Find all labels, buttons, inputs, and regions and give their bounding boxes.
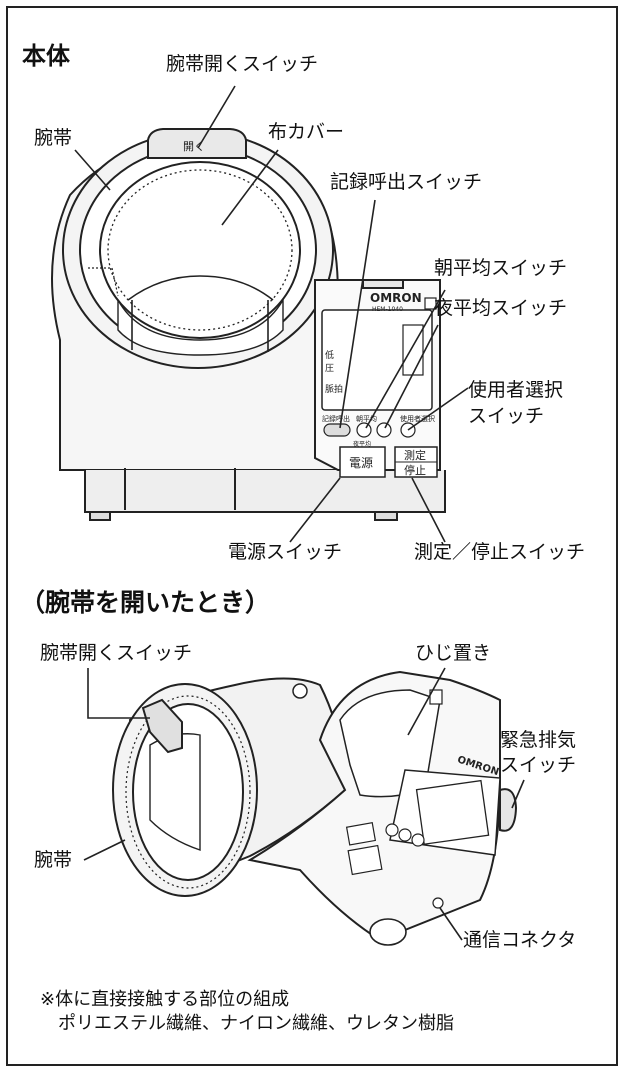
top-leader-lines [74, 85, 469, 543]
label-comm-connector: 通信コネクタ [463, 929, 577, 951]
label-morning-avg-switch: 朝平均スイッチ [434, 257, 568, 279]
label-start-stop-switch: 測定／停止スイッチ [414, 541, 586, 563]
stop-button-text: 停止 [404, 463, 426, 477]
open-state-title: （腕帯を開いたとき） [20, 588, 271, 617]
label-cuff-top: 腕帯 [34, 127, 73, 149]
material-note-line2: ポリエステル繊維、ナイロン繊維、ウレタン樹脂 [58, 1013, 454, 1035]
measure-button-text: 測定 [404, 448, 426, 462]
section-title: 本体 [22, 42, 70, 70]
top-device-illustration: 開く OMRON HEM-1040 低 圧 脈拍 記録呼出 朝平均 使用者選択 … [51, 128, 446, 521]
bottom-device-illustration: OMRON [112, 670, 518, 946]
label-emergency-exhaust-switch: 緊急排気 スイッチ [500, 729, 577, 776]
evening-text: 夜平均 [353, 440, 371, 448]
bottom-leader-lines [83, 667, 525, 941]
label-cuff-open-switch-bottom: 腕帯開くスイッチ [40, 642, 193, 664]
label-cuff-bottom: 腕帯 [34, 849, 73, 871]
label-user-select-switch: 使用者選択 スイッチ [468, 379, 564, 427]
low-text: 低 [325, 349, 334, 361]
brand-text: OMRON [370, 291, 422, 305]
device-illustrations: 開く OMRON HEM-1040 低 圧 脈拍 記録呼出 朝平均 使用者選択 … [51, 85, 525, 946]
material-note-line1: ※体に直接接触する部位の組成 [40, 989, 290, 1010]
model-text: HEM-1040 [372, 306, 403, 313]
user-text: 使用者選択 [400, 414, 435, 423]
label-cloth-cover: 布カバー [268, 121, 345, 143]
label-cuff-open-switch-top: 腕帯開くスイッチ [166, 53, 319, 75]
label-evening-avg-switch: 夜平均スイッチ [434, 297, 568, 319]
power-button-text: 電源 [349, 456, 373, 470]
memory-text: 記録呼出 [322, 414, 350, 423]
label-memory-switch: 記録呼出スイッチ [330, 171, 483, 193]
pulse-text: 脈拍 [325, 383, 343, 395]
open-button-text: 開く [183, 140, 205, 153]
label-elbow-rest: ひじ置き [415, 642, 492, 664]
morning-text: 朝平均 [356, 414, 377, 423]
pressure-text: 圧 [325, 363, 334, 374]
label-power-switch: 電源スイッチ [228, 541, 343, 563]
material-note: ※体に直接接触する部位の組成 ポリエステル繊維、ナイロン繊維、ウレタン樹脂 [40, 988, 454, 1037]
